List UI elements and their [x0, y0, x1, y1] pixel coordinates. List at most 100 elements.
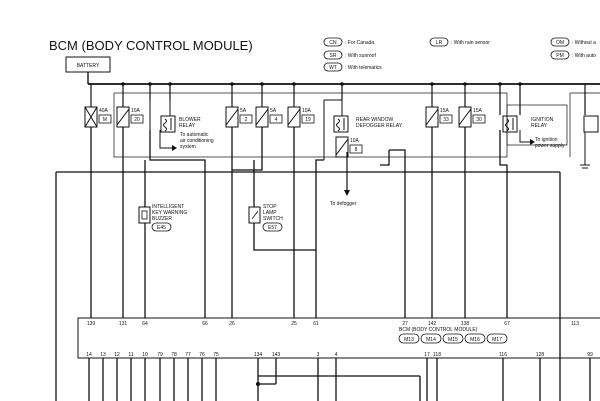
- bcm-bottom-pin: 143: [272, 352, 281, 358]
- defogger-note: To defogger: [330, 201, 357, 207]
- bcm-top-pin: 142: [428, 321, 437, 327]
- fuse-number: 8: [355, 147, 358, 153]
- bcm-top-pin: 113: [571, 321, 579, 327]
- bcm-bottom-pin: 76: [199, 352, 205, 358]
- bcm-connector-badge: [464, 333, 486, 344]
- bcm-top-pin: 61: [313, 321, 319, 327]
- buzzer-label-3: BUZZER: [152, 216, 172, 222]
- ac-note-3: system: [180, 144, 196, 150]
- bcm-bottom-pin: 17: [424, 352, 430, 358]
- legend-text: : With sunroof: [345, 53, 376, 59]
- bcm-bottom-pin: 4: [335, 352, 338, 358]
- diagram-title: BCM (BODY CONTROL MODULE): [49, 38, 253, 53]
- blower-relay: [149, 100, 176, 133]
- ac-note-1: To automatic: [180, 132, 209, 138]
- legend-text: : With rain sensor: [451, 40, 490, 46]
- stop-switch-label-3: SWITCH: [263, 216, 283, 222]
- ignition-relay-label-2: RELAY: [531, 123, 548, 129]
- bcm-bottom-pin: 134: [254, 352, 263, 358]
- bcm-connector-label: M16: [470, 337, 480, 343]
- stop-switch-connector-label: E57: [268, 225, 277, 231]
- bcm-bottom-pin: 116: [499, 352, 507, 358]
- bcm-module: [77, 317, 600, 359]
- defogger-relay: [323, 99, 349, 160]
- fuse-number: 33: [443, 117, 449, 123]
- bcm-bottom-pin: 3: [317, 352, 320, 358]
- fuse-amp: 5A: [270, 108, 277, 114]
- bcm-top-pin: 131: [119, 321, 128, 327]
- blower-relay-label-1: BLOWER: [179, 117, 201, 123]
- stop-switch-label-2: LAMP: [263, 210, 277, 216]
- fuse-number: M: [103, 117, 107, 123]
- bcm-bottom-pin: 12: [114, 352, 120, 358]
- legend-text: : With auto: [572, 53, 596, 59]
- legend-badge: [323, 50, 343, 60]
- fuse-amp: 5A: [240, 108, 247, 114]
- bcm-top-pin: 25: [291, 321, 297, 327]
- legend-text: : Without a: [572, 40, 596, 46]
- bcm-bottom-pin: 11: [128, 352, 133, 358]
- fuse-number: 2: [245, 117, 248, 123]
- legend-badge: [550, 37, 570, 47]
- bcm-connector-label: M15: [448, 337, 458, 343]
- ignition-relay: [502, 115, 530, 143]
- bcm-bottom-pin: 79: [157, 352, 163, 358]
- ignition-note-1: To ignition: [535, 137, 558, 143]
- buzzer-label-1: INTELLIGENT: [152, 204, 184, 210]
- bcm-top-pin: 64: [142, 321, 148, 327]
- ac-note-2: air conditioning: [180, 138, 214, 144]
- bcm-connector-badge: [442, 333, 464, 344]
- fuse-amp: 40A: [99, 108, 109, 114]
- bcm-bottom-pin: 77: [185, 352, 191, 358]
- defogger-relay-label-2: DEFOGGER RELAY: [356, 123, 403, 129]
- buzzer-label-2: KEY WARNING: [152, 210, 187, 216]
- blower-relay-label-2: RELAY: [179, 123, 196, 129]
- wires-lower: [257, 358, 591, 401]
- buzzer-connector-label: E45: [157, 225, 166, 231]
- stop-switch-connector: [262, 222, 283, 232]
- bcm-bottom-pin: 75: [213, 352, 219, 358]
- bcm-top-pin: 139: [87, 321, 96, 327]
- legend-badge: [323, 37, 343, 47]
- legend-badge: [323, 62, 343, 72]
- bcm-top-pin: 26: [229, 321, 235, 327]
- legend-text: : With telematics: [345, 65, 382, 71]
- fuse-number: 20: [134, 117, 140, 123]
- bcm-bottom-pin: 99: [587, 352, 593, 358]
- bcm-top-pin: 138: [461, 321, 470, 327]
- bcm-bottom-pin: 78: [171, 352, 177, 358]
- legend-badge: [429, 37, 449, 47]
- ignition-relay-label-1: IGNITION: [531, 117, 554, 123]
- fuse-amp: 10A: [302, 108, 312, 114]
- fuse-number: 19: [305, 117, 311, 123]
- fuse-M: 40A M: [84, 106, 112, 128]
- bcm-connector-label: M17: [492, 337, 502, 343]
- legend-text: : For Canada: [345, 40, 374, 46]
- stop-switch-label-1: STOP: [263, 204, 277, 210]
- fuse-number: 4: [275, 117, 278, 123]
- fuse-2: 5A 2: [225, 106, 253, 128]
- bcm-bottom-pin: 10: [142, 352, 148, 358]
- fuse-19: 10A 19: [287, 106, 315, 128]
- wires-upper: [55, 127, 561, 401]
- bcm-connector-badge: [486, 333, 508, 344]
- key-warning-buzzer: [138, 206, 151, 224]
- buzzer-connector: [151, 222, 172, 232]
- bcm-top-pin: 66: [202, 321, 208, 327]
- fuse-amp: 10A: [131, 108, 141, 114]
- bcm-bottom-pin: 128: [536, 352, 545, 358]
- bcm-label: BCM (BODY CONTROL MODULE): [399, 327, 478, 333]
- bcm-top-pin: 27: [402, 321, 408, 327]
- legend-code: LR: [436, 40, 443, 46]
- fuse-20: 10A 20: [116, 106, 144, 128]
- bcm-connector-label: M13: [404, 337, 414, 343]
- legend-code: CN: [329, 40, 337, 46]
- fuse-number: 30: [476, 117, 482, 123]
